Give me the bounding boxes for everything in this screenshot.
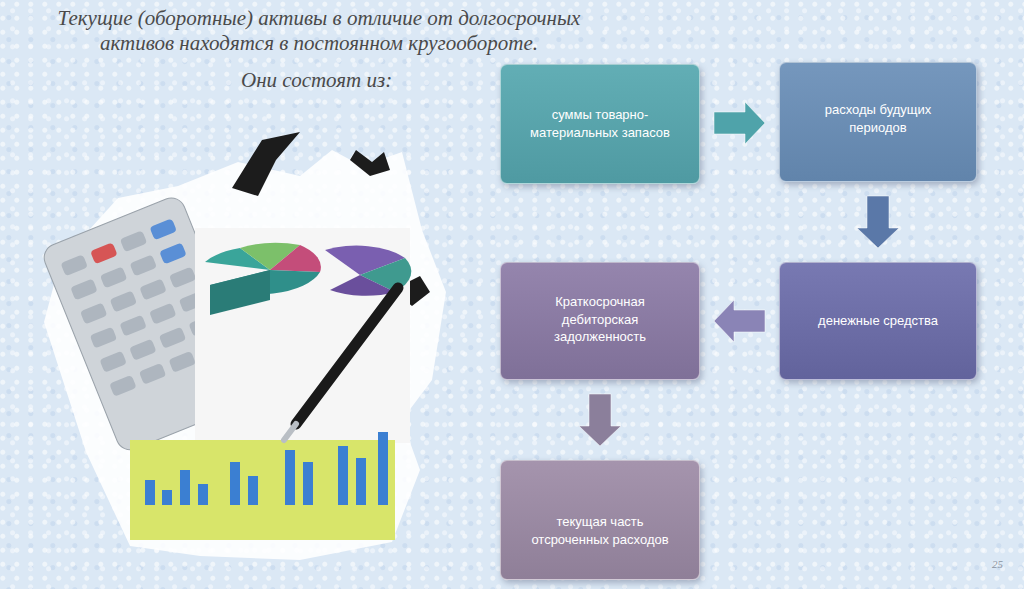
process-box: суммы товарно-материальных запасов [500,64,700,184]
block-arrow [714,102,765,144]
process-box: текущая часть отсроченных расходов [500,460,700,580]
page-number: 25 [992,558,1003,570]
box-text: Краткосрочная дебиторская задолженность [519,293,681,346]
bar-chart [145,432,388,505]
bar-chart-ground [130,440,395,540]
ink-splash [232,132,300,196]
process-box: расходы будущих периодов [779,62,977,182]
box-text: денежные средства [818,312,938,330]
pen [284,288,398,440]
chart-paper [195,228,410,443]
box-text: суммы товарно-материальных запасов [519,106,681,141]
block-arrow [579,394,621,446]
slide-title: Текущие (оборотные) активы в отличие от … [45,6,593,56]
box-text: текущая часть отсроченных расходов [519,513,681,548]
block-arrow [857,196,899,248]
process-box: денежные средства [779,262,977,380]
block-arrow [714,300,765,342]
subtitle: Они состоят из: [241,68,392,93]
process-box: Краткосрочная дебиторская задолженность [500,262,700,380]
box-text: расходы будущих периодов [798,101,958,136]
ink-splash [350,150,390,176]
